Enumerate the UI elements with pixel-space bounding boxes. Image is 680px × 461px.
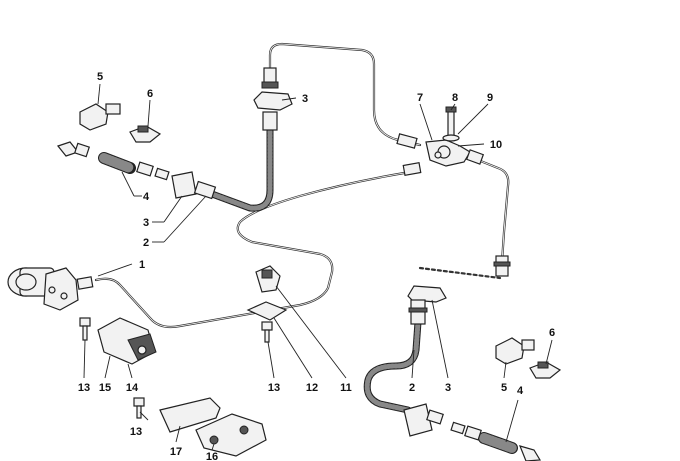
lower-right-bracket-assembly <box>403 403 542 461</box>
master-cylinder-valve <box>7 267 94 311</box>
lower-bracket-16-17 <box>133 397 267 457</box>
callout-13: 13 <box>78 382 90 394</box>
callout-2: 2 <box>409 382 415 394</box>
callout-5: 5 <box>97 71 103 83</box>
callout-16: 16 <box>206 451 218 461</box>
rigid-brake-pipes <box>94 42 510 329</box>
callout-14: 14 <box>126 382 139 394</box>
callout-2: 2 <box>143 237 149 249</box>
right-front-fitting <box>407 255 511 325</box>
leader-lines <box>83 83 553 451</box>
callout-3: 3 <box>445 382 451 394</box>
upper-left-bracket-assembly <box>56 141 217 200</box>
lower-left-clamp-assembly <box>79 317 157 365</box>
callout-3: 3 <box>302 93 308 105</box>
callout-4: 4 <box>143 191 150 203</box>
callout-5: 5 <box>501 382 507 394</box>
flexible-brake-hoses <box>98 124 518 454</box>
callout-11: 11 <box>340 382 352 394</box>
callout-6: 6 <box>147 88 153 100</box>
callout-labels: 5 6 3 7 8 9 10 4 3 2 1 13 15 14 13 12 11… <box>78 71 555 461</box>
callout-9: 9 <box>487 92 493 104</box>
callout-3: 3 <box>143 217 149 229</box>
callout-12: 12 <box>306 382 318 394</box>
callout-7: 7 <box>417 92 423 104</box>
brake-distributor-tee <box>396 106 485 177</box>
callout-8: 8 <box>452 92 458 104</box>
callout-6: 6 <box>549 327 555 339</box>
callout-15: 15 <box>99 382 111 394</box>
callout-17: 17 <box>170 446 182 458</box>
small-parts-5-6-lower <box>495 337 562 379</box>
callout-10: 10 <box>490 139 502 151</box>
callout-13: 13 <box>268 382 280 394</box>
callout-4: 4 <box>517 385 524 397</box>
callout-13: 13 <box>130 426 142 438</box>
callout-1: 1 <box>139 259 145 271</box>
small-parts-5-6-upper <box>79 103 162 143</box>
top-hose-fitting <box>253 67 293 131</box>
middle-clamp-12 <box>246 265 288 343</box>
